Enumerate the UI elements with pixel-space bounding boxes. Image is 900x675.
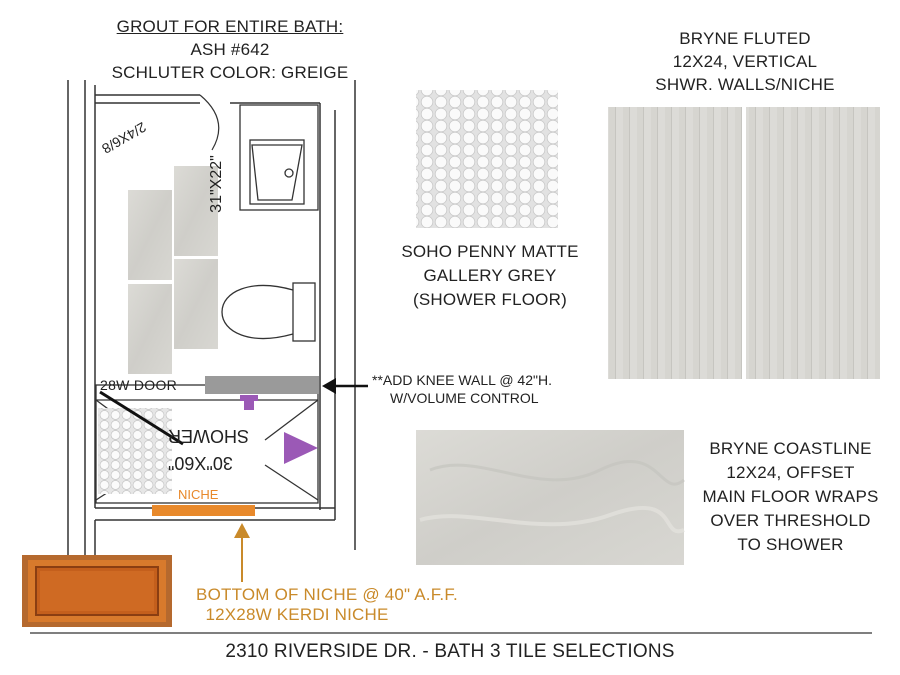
fluted-tile-right [746,107,880,379]
penny-tile-label-1: SOHO PENNY MATTE [401,242,579,261]
knee-wall-arrow [322,378,368,394]
vanity-size-label: 31"X22" [207,155,225,213]
grout-color: ASH #642 [190,40,270,59]
coastline-tile-label-3: MAIN FLOOR WRAPS [702,487,879,506]
niche-arrow [234,523,250,582]
niche-plan-label: NICHE [178,487,219,502]
coastline-tile-label-2: 12X24, OFFSET [726,463,855,482]
penny-tile-sample [416,90,558,228]
niche-photo [22,555,172,627]
penny-tile-label-3: (SHOWER FLOOR) [413,290,567,309]
door-label: 28W DOOR [100,377,178,393]
valve-marker [240,395,258,410]
coastline-tile-sample [416,430,684,565]
plan-penny-sample [98,408,172,494]
plan-floor-tiles [128,166,218,374]
knee-wall-bar [205,376,319,394]
showerhead-marker [284,432,318,464]
fluted-tile-label-2: 12X24, VERTICAL [672,52,818,71]
door-pointer-line [99,390,184,446]
knee-wall-note-2: W/VOLUME CONTROL [390,390,539,406]
fluted-tile-label-3: SHWR. WALLS/NICHE [655,75,835,94]
coastline-tile-label-5: TO SHOWER [737,535,844,554]
closet-door-swing [199,94,220,151]
fluted-tile-label-1: BRYNE FLUTED [679,29,811,48]
schluter-color: SCHLUTER COLOR: GREIGE [111,63,349,82]
vanity-sink [239,104,319,211]
plan-walls [67,80,356,555]
niche-note-1: BOTTOM OF NICHE @ 40" A.F.F. [196,585,458,604]
niche-bar [152,505,255,516]
shower-plan-label: SHOWER [168,426,249,446]
grout-title: GROUT FOR ENTIRE BATH: [116,17,344,36]
shower-size-label: 30"X60" [168,453,233,473]
niche-note-2: 12X28W KERDI NICHE [205,605,389,624]
coastline-tile-label-4: OVER THRESHOLD [710,511,871,530]
knee-wall-note-1: **ADD KNEE WALL @ 42"H. [372,372,552,388]
penny-tile-label-2: GALLERY GREY [423,266,557,285]
footer-title: 2310 RIVERSIDE DR. - BATH 3 TILE SELECTI… [225,641,675,662]
toilet [221,282,316,342]
fluted-tile-left [608,107,742,379]
coastline-tile-label-1: BRYNE COASTLINE [709,439,872,458]
